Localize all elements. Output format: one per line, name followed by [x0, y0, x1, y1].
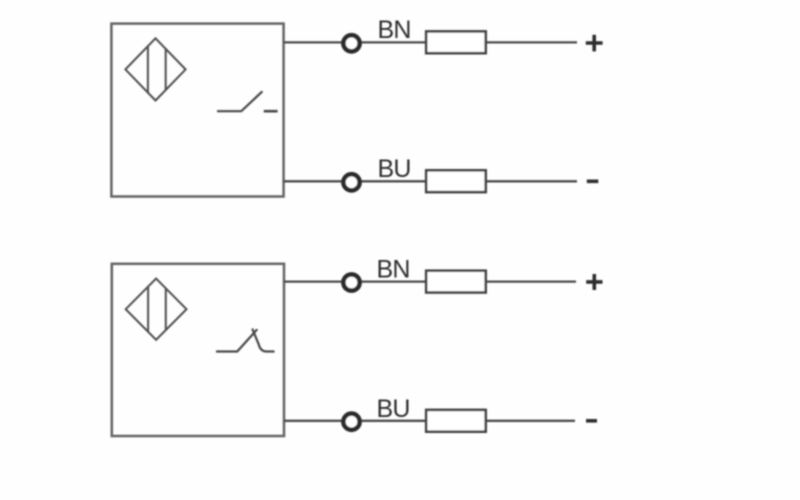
svg-text:BU: BU	[377, 395, 410, 423]
svg-text:BU: BU	[378, 155, 411, 183]
svg-text:BN: BN	[377, 256, 410, 284]
svg-text:BN: BN	[378, 16, 411, 44]
